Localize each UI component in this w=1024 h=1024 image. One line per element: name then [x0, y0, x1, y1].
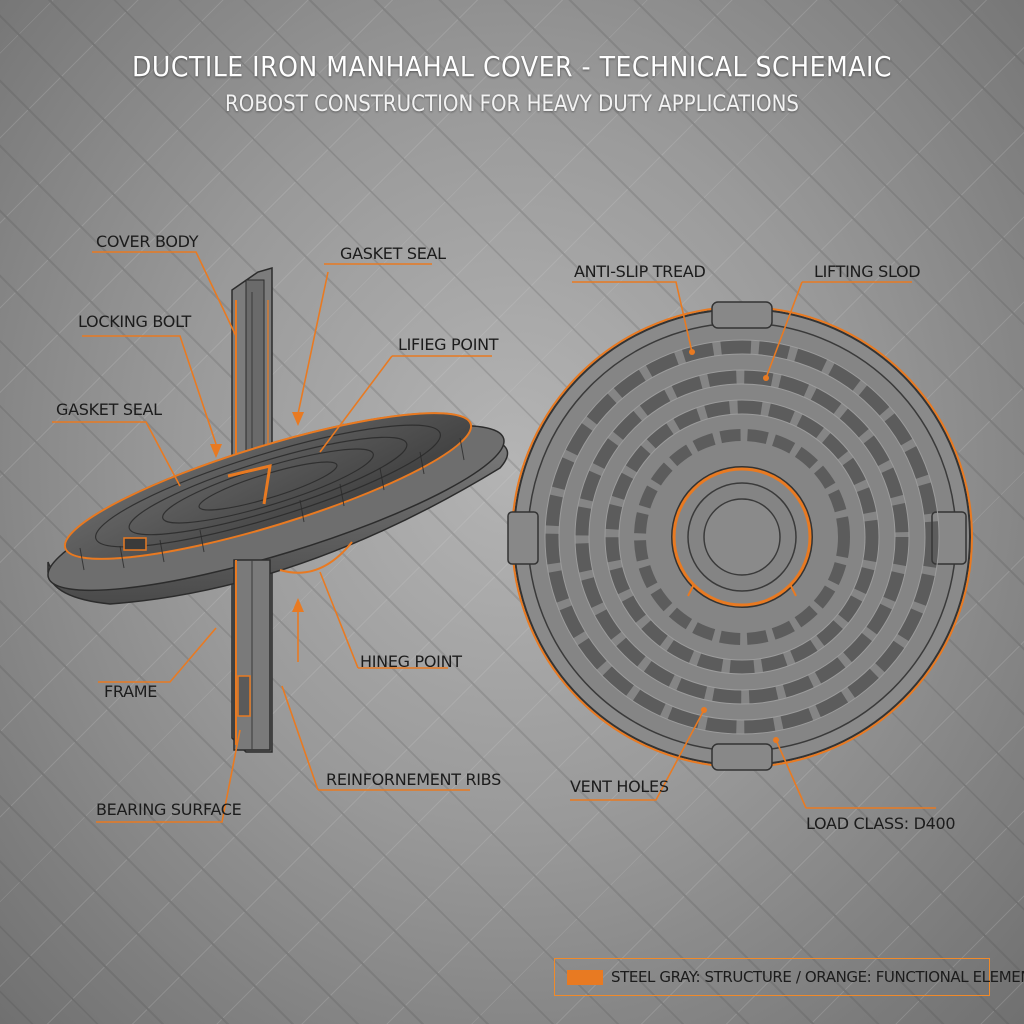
- label-frame: FRAME: [104, 682, 158, 701]
- label-lifting-point: LIFIEG POINT: [398, 335, 499, 354]
- tilted-cover-disc: [47, 412, 509, 605]
- right-leader-lines: [570, 281, 936, 809]
- label-load-class: LOAD CLASS: D400: [806, 814, 956, 833]
- label-vent-holes: VENT HOLES: [570, 777, 669, 796]
- label-gasket-seal-top: GASKET SEAL: [340, 244, 446, 263]
- label-gasket-seal-left: GASKET SEAL: [56, 400, 162, 419]
- legend-orange-swatch: [567, 970, 603, 985]
- label-bearing-surface: BEARING SURFACE: [96, 800, 242, 819]
- legend-text: STEEL GRAY: STRUCTURE / ORANGE: FUNCTION…: [611, 968, 1024, 986]
- label-cover-body: COVER BODY: [96, 232, 199, 251]
- top-view-cover: [507, 301, 973, 771]
- label-hinge-point: HINEG POINT: [360, 652, 462, 671]
- lower-column-section: [233, 559, 271, 751]
- left-leader-lines: [52, 251, 492, 823]
- label-anti-slip-tread: ANTI-SLIP TREAD: [574, 262, 706, 281]
- legend-box: STEEL GRAY: STRUCTURE / ORANGE: FUNCTION…: [554, 958, 1024, 996]
- page-title: DUCTILE IRON MANHAHAL COVER - TECHNICAL …: [132, 50, 892, 83]
- label-locking-bolt: LOCKING BOLT: [78, 312, 191, 331]
- left-arrowheads: [210, 412, 304, 612]
- label-reinforcement-ribs: REINFORNEMENT RIBS: [326, 770, 501, 789]
- label-lifting-slot: LIFTING SLOD: [814, 262, 921, 281]
- right-arrowheads: [689, 349, 779, 743]
- page-subtitle: ROBOST CONSTRUCTION FOR HEAVY DUTY APPLI…: [225, 92, 799, 117]
